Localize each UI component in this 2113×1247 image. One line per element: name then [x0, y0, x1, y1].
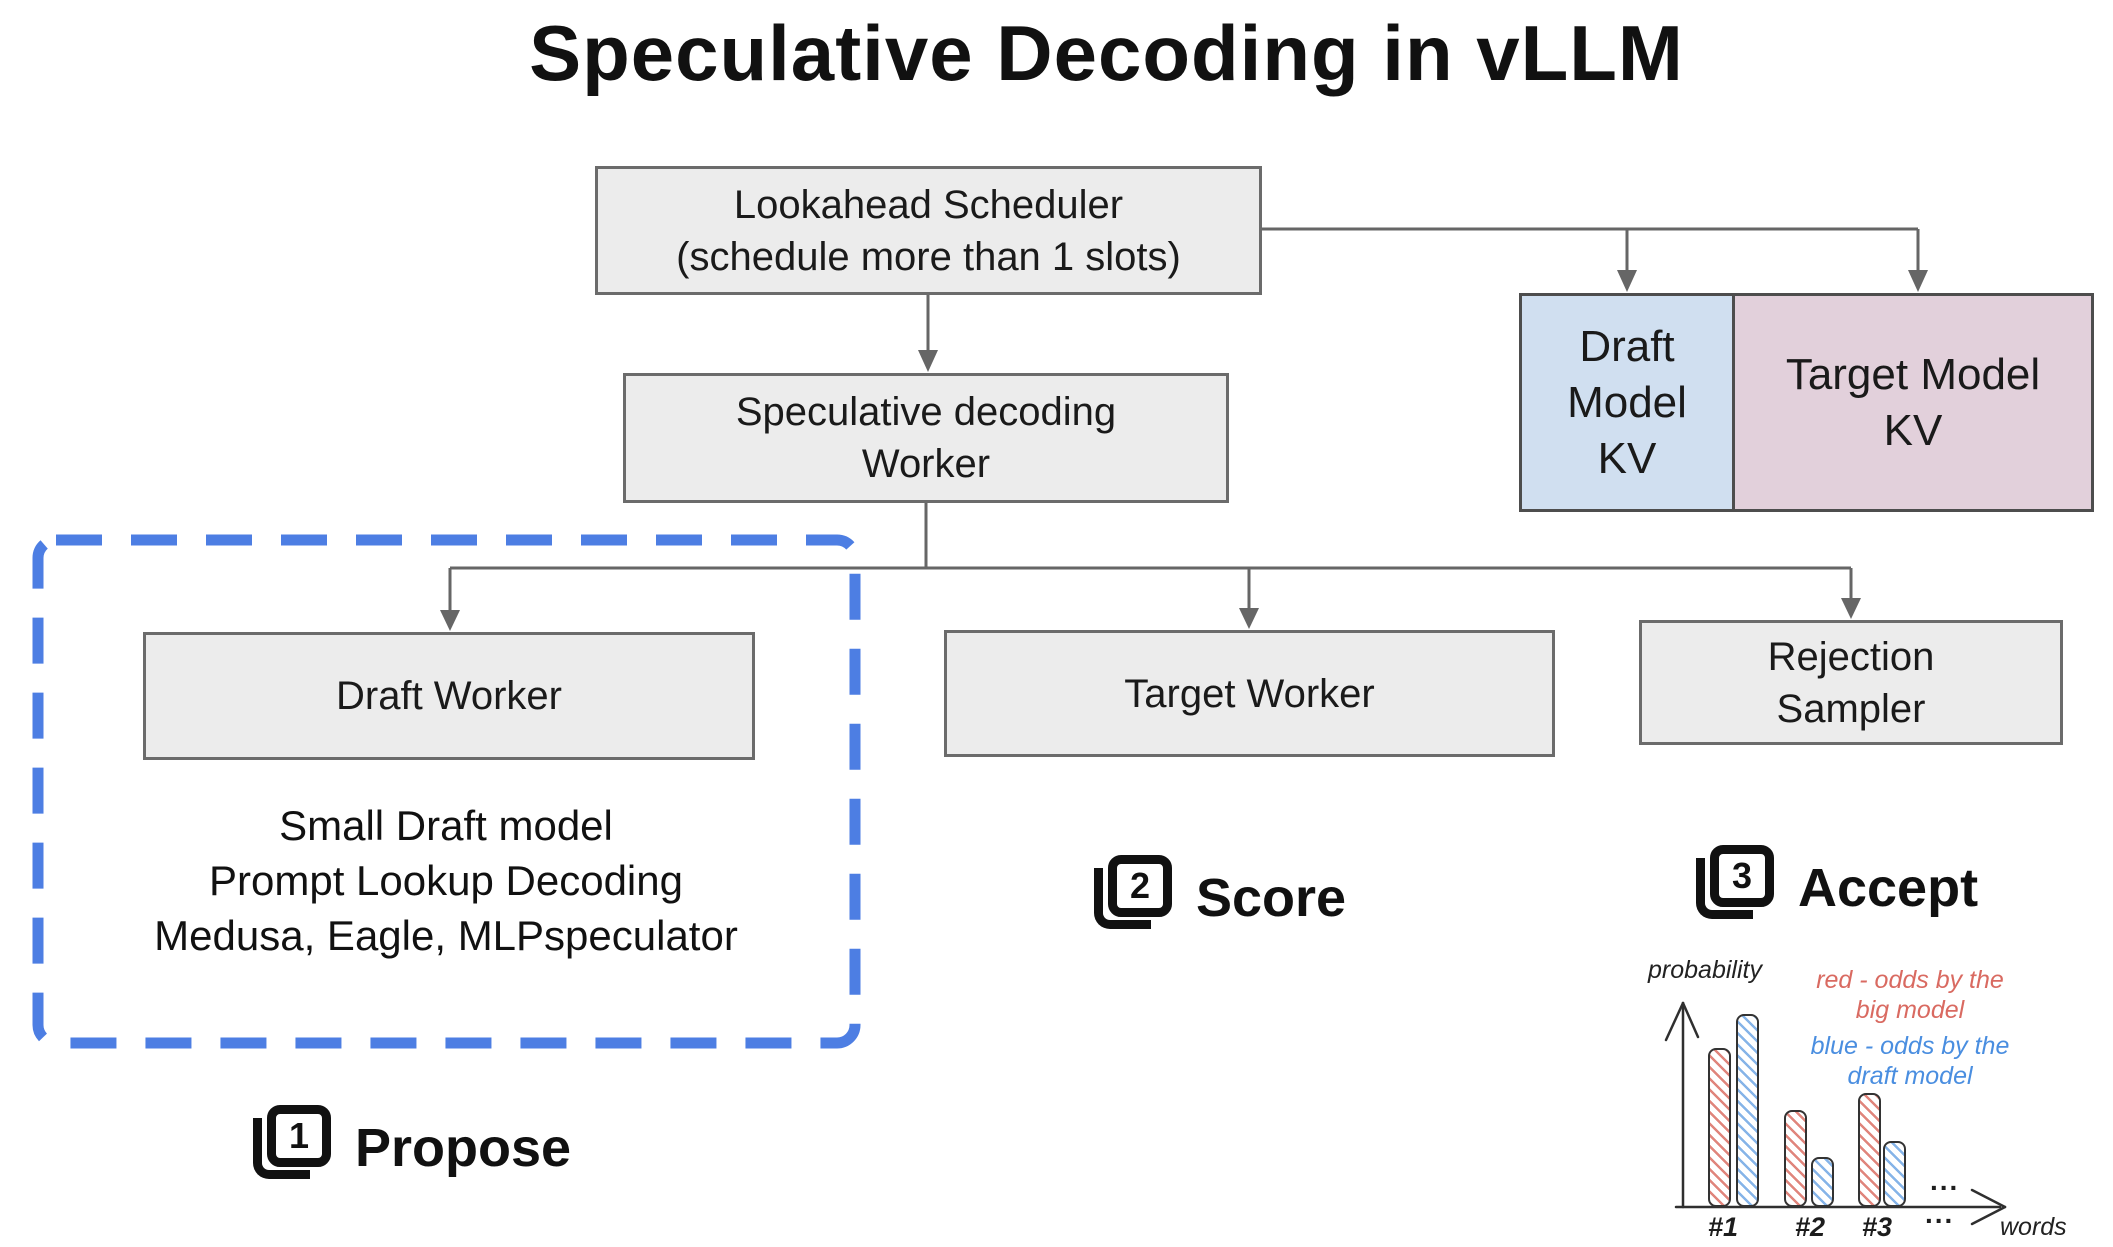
step-2-label: Score	[1196, 868, 1347, 928]
arrowheads	[440, 270, 1928, 631]
node-rejection-line2: Sampler	[1776, 686, 1926, 731]
step-2-pages-icon: 2	[1094, 855, 1174, 941]
chart-ylabel: probability	[1648, 956, 1762, 984]
node-target-kv-line2: KV	[1883, 405, 1943, 455]
bar-3-big-model	[1858, 1093, 1881, 1207]
chart-ellipsis-lower: ...	[1925, 1198, 1955, 1229]
node-draft-worker: Draft Worker	[143, 632, 755, 760]
chart-xlabel: words	[2000, 1213, 2067, 1241]
step-propose: 1 Propose	[253, 1105, 571, 1191]
bar-2-draft-model	[1811, 1157, 1834, 1207]
node-lookahead-line1: Lookahead Scheduler	[733, 182, 1124, 227]
chart-legend-red-line2: big model	[1855, 996, 1965, 1024]
step-3-pages-icon: 3	[1696, 845, 1776, 931]
step-1-pages-icon: 1	[253, 1105, 333, 1191]
step-score: 2 Score	[1094, 855, 1346, 941]
step-1-number: 1	[267, 1105, 331, 1167]
node-spec-worker-line1: Speculative decoding	[735, 390, 1117, 434]
node-spec-worker-line2: Worker	[861, 442, 991, 486]
chart-legend-blue-line2: draft model	[1847, 1062, 1973, 1090]
chart-legend-red-line1: red - odds by the	[1816, 966, 2004, 994]
chart-tick-3: #3	[1861, 1212, 1893, 1242]
node-rejection-line1: Rejection	[1767, 634, 1935, 679]
step-3-number: 3	[1710, 845, 1774, 907]
bar-1-draft-model	[1736, 1014, 1759, 1207]
step-3-label: Accept	[1798, 858, 1979, 918]
node-rejection-sampler: Rejection Sampler	[1639, 620, 2063, 745]
chart-tick-2: #2	[1794, 1212, 1826, 1242]
bar-3-draft-model	[1883, 1141, 1906, 1207]
node-target-kv-line1: Target Model	[1785, 349, 2041, 399]
step-2-number: 2	[1108, 855, 1172, 917]
chart-axes	[1664, 1001, 2007, 1226]
bar-2-big-model	[1784, 1110, 1807, 1207]
node-lookahead-scheduler: Lookahead Scheduler (schedule more than …	[595, 166, 1262, 295]
chart-legend-blue-line1: blue - odds by the	[1810, 1032, 2010, 1060]
node-draft-model-kv: Draft Model KV	[1519, 293, 1735, 512]
step-accept: 3 Accept	[1696, 845, 1978, 931]
draft-details-line3: Medusa, Eagle, MLPspeculator	[154, 912, 738, 959]
step-1-label: Propose	[355, 1118, 572, 1178]
node-draft-worker-label: Draft Worker	[336, 674, 562, 718]
node-target-model-kv: Target Model KV	[1732, 293, 2094, 512]
page-title: Speculative Decoding in vLLM	[529, 9, 1684, 97]
draft-details-line1: Small Draft model	[279, 802, 613, 849]
node-target-worker: Target Worker	[944, 630, 1555, 757]
draft-details-line2: Prompt Lookup Decoding	[209, 857, 683, 904]
chart-tick-1: #1	[1707, 1212, 1739, 1242]
node-target-worker-label: Target Worker	[1124, 671, 1375, 716]
node-lookahead-line2: (schedule more than 1 slots)	[676, 234, 1181, 279]
node-draft-kv-line3: KV	[1597, 433, 1657, 483]
draft-worker-details: Small Draft model Prompt Lookup Decoding…	[40, 798, 852, 963]
chart-ellipsis-upper: ...	[1930, 1165, 1960, 1196]
node-draft-kv-line1: Draft	[1579, 321, 1675, 371]
node-speculative-decoding-worker: Speculative decoding Worker	[623, 373, 1229, 503]
chart-plot-area	[1690, 1000, 2020, 1207]
bar-1-big-model	[1708, 1048, 1731, 1207]
node-draft-kv-line2: Model	[1567, 377, 1687, 427]
propose-group-outline	[32, 534, 861, 1049]
